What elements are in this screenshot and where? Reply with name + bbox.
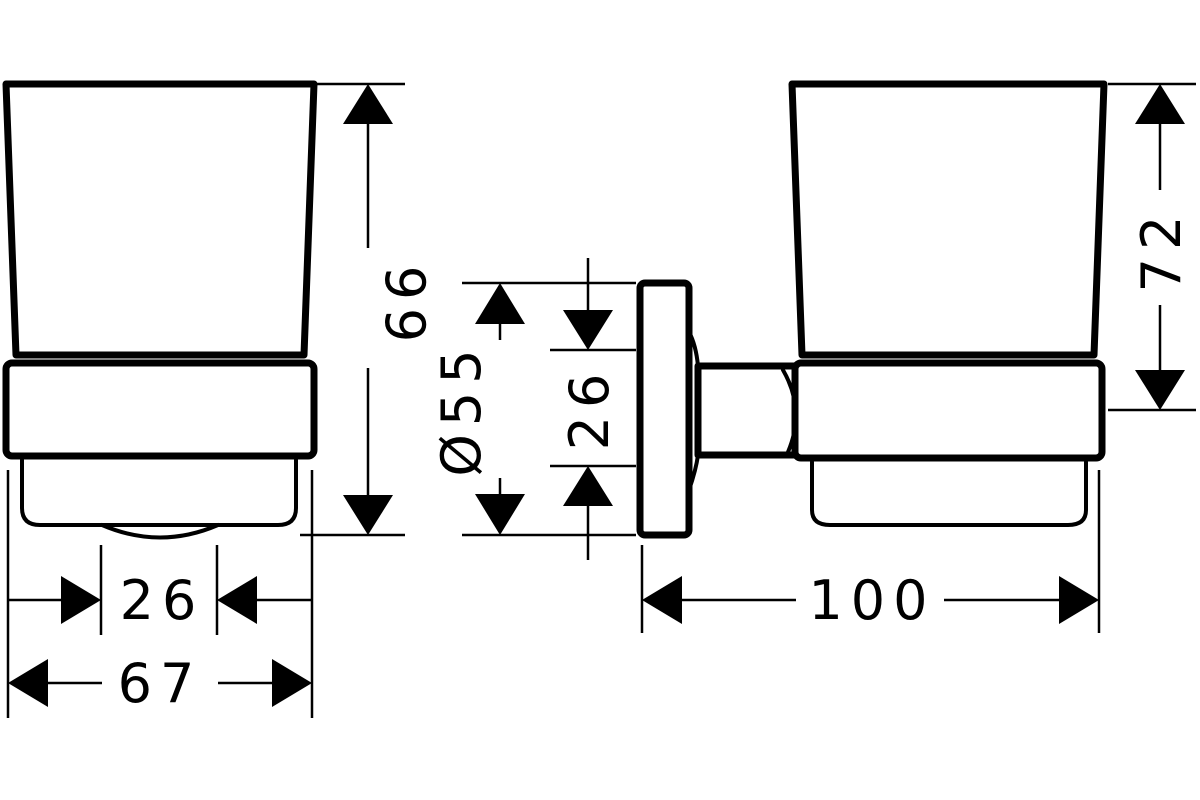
wall-rosette — [636, 279, 693, 539]
arrowhead — [475, 283, 525, 324]
arrowhead — [61, 576, 101, 624]
arrowhead — [272, 659, 312, 707]
side-cup-base — [810, 460, 1088, 527]
side-holder-ring — [791, 359, 1106, 462]
dim-front-width: 67 — [118, 652, 203, 715]
arrowhead — [1059, 576, 1099, 624]
dim-front-bottom-opening: 26 — [120, 569, 205, 632]
arrowhead — [343, 84, 393, 124]
dim-cup-height: 72 — [1130, 208, 1193, 293]
arrowhead — [1135, 84, 1185, 124]
dim-rosette-diameter: Ø55 — [430, 341, 493, 476]
front-view: 99 26 67 — [2, 80, 436, 718]
front-cup-base — [20, 458, 298, 527]
arrowhead — [642, 576, 682, 624]
arrowhead — [217, 576, 257, 624]
dim-front-height: 99 — [373, 266, 436, 351]
arrowhead — [8, 659, 48, 707]
arrowhead — [1135, 370, 1185, 410]
holder-arm — [694, 362, 799, 459]
front-glass-outline — [2, 80, 318, 359]
dim-projection: 100 — [808, 569, 935, 632]
front-holder-ring — [2, 359, 318, 460]
arrowhead — [563, 310, 613, 350]
arrowhead — [343, 495, 393, 535]
front-arm-bottom — [100, 523, 220, 540]
arrowhead — [475, 494, 525, 535]
arrowhead — [563, 466, 613, 506]
side-glass-outline — [788, 80, 1108, 359]
dim-arm-height: 26 — [558, 366, 621, 451]
side-view: Ø55 26 100 72 — [430, 80, 1196, 633]
